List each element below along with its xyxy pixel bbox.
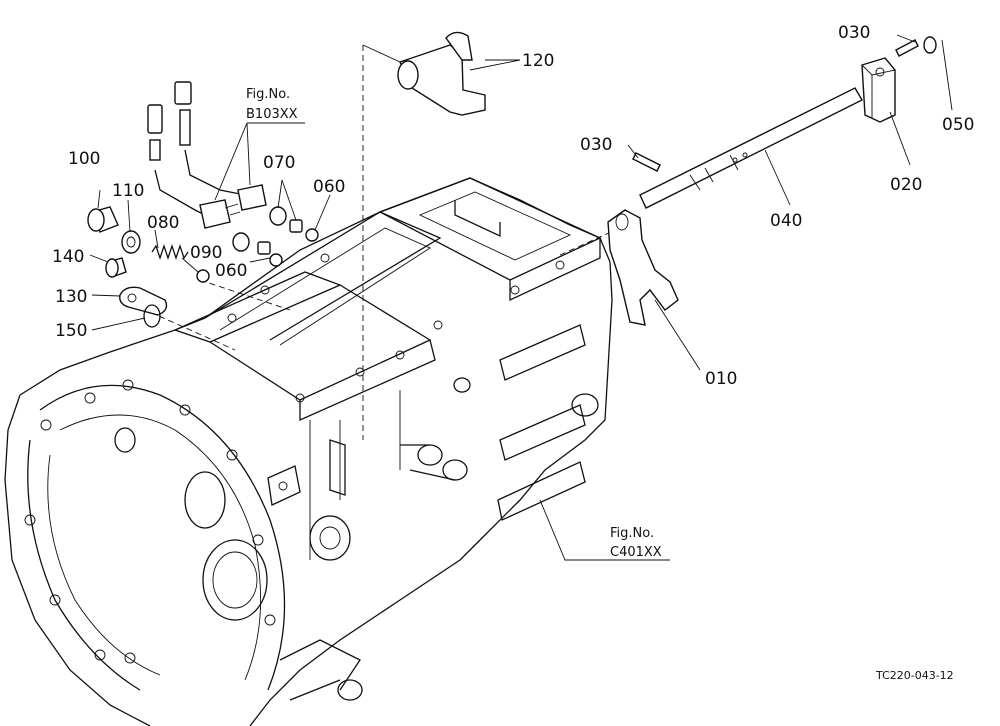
ref-b103-title: Fig.No. bbox=[246, 87, 290, 102]
callout-020: 020 bbox=[890, 175, 922, 195]
flange-bolt-holes bbox=[24, 379, 276, 664]
detent-parts bbox=[87, 206, 319, 328]
callout-080: 080 bbox=[147, 213, 179, 233]
drawing-code: TC220-043-12 bbox=[875, 669, 954, 682]
ref-b103-code: B103XX bbox=[246, 107, 298, 122]
callout-090: 090 bbox=[190, 243, 222, 263]
callout-060-upper: 060 bbox=[313, 177, 345, 197]
ref-c401-code: C401XX bbox=[610, 545, 662, 560]
callout-010: 010 bbox=[705, 369, 737, 389]
switch-harness bbox=[147, 81, 267, 229]
callout-110: 110 bbox=[112, 181, 144, 201]
leader-lines bbox=[89, 34, 953, 561]
callout-030-top: 030 bbox=[838, 23, 870, 43]
callout-130: 130 bbox=[55, 287, 87, 307]
callout-140: 140 bbox=[52, 247, 84, 267]
callout-labels: 120 030 050 020 040 030 010 070 060 060 … bbox=[52, 23, 974, 389]
callout-050: 050 bbox=[942, 115, 974, 135]
callout-100: 100 bbox=[68, 149, 100, 169]
reference-labels: Fig.No. B103XX Fig.No. C401XX bbox=[246, 87, 662, 560]
callout-150: 150 bbox=[55, 321, 87, 341]
callout-120: 120 bbox=[522, 51, 554, 71]
callout-070: 070 bbox=[263, 153, 295, 173]
transmission-case bbox=[4, 177, 613, 726]
callout-060-lower: 060 bbox=[215, 261, 247, 281]
callout-040: 040 bbox=[770, 211, 802, 231]
callout-030-mid: 030 bbox=[580, 135, 612, 155]
ref-c401-title: Fig.No. bbox=[610, 526, 654, 541]
part-120-shift-lever bbox=[397, 31, 521, 116]
shift-rod-assembly bbox=[607, 36, 937, 326]
